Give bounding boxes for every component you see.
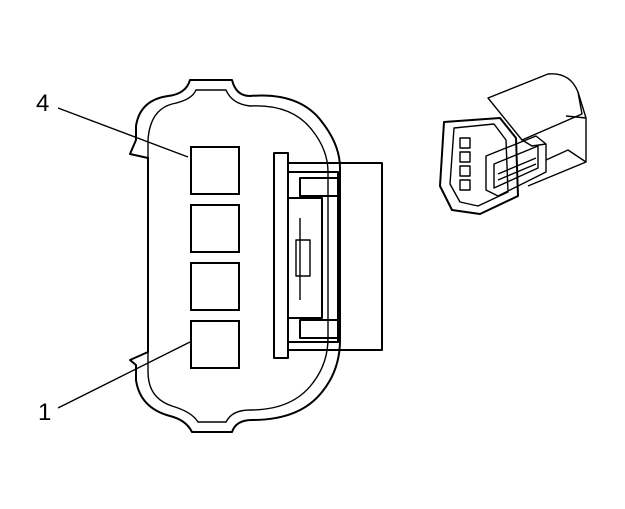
cavity-pin-3 bbox=[190, 204, 240, 253]
cavity-pin-2 bbox=[190, 262, 240, 311]
cavity-pin-4 bbox=[190, 146, 240, 195]
connector-housing-inner bbox=[147, 89, 329, 423]
callout-label-pin-4: 4 bbox=[36, 90, 49, 117]
cavity-pin-1 bbox=[190, 320, 240, 369]
locking-latch bbox=[273, 152, 383, 359]
connector-housing-outer bbox=[129, 79, 341, 433]
connector-isometric-view bbox=[439, 73, 587, 215]
callout-leader-pin-1 bbox=[57, 341, 191, 409]
callout-label-pin-1: 1 bbox=[38, 399, 51, 426]
callout-leader-pin-4 bbox=[57, 107, 189, 158]
